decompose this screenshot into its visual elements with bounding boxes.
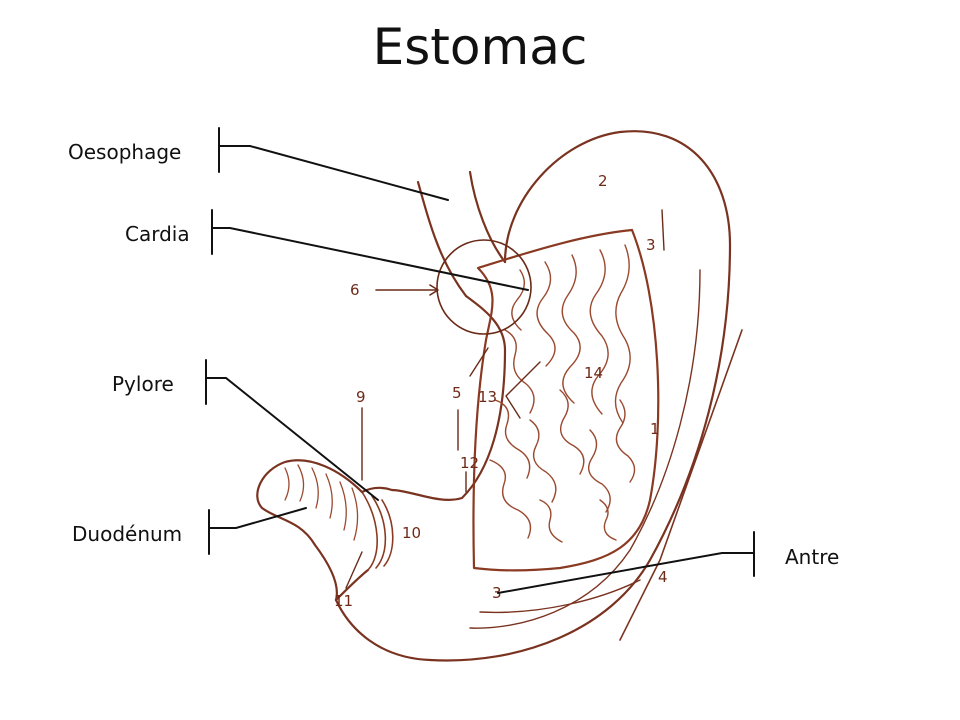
label-antre: Antre bbox=[785, 545, 840, 569]
number-1: 1 bbox=[650, 420, 660, 438]
oesophagus-outline-left bbox=[416, 180, 468, 298]
pylore-leader bbox=[205, 377, 379, 501]
number-9: 9 bbox=[356, 388, 366, 406]
number-3-lower: 3 bbox=[492, 584, 502, 602]
stomach-outer-wall bbox=[334, 130, 732, 662]
duodenum-leader bbox=[208, 507, 307, 529]
greater-curvature-inner bbox=[469, 269, 701, 629]
label-oesophage: Oesophage bbox=[68, 140, 182, 164]
duodenum-outline bbox=[256, 459, 364, 602]
number-annotations: 1 2 3 3 4 5 6 9 10 11 12 13 14 bbox=[334, 172, 668, 610]
arrow-3-upper bbox=[661, 209, 665, 251]
lines-13 bbox=[505, 361, 541, 419]
number-13: 13 bbox=[478, 388, 497, 406]
label-duodenum: Duodénum bbox=[72, 522, 183, 546]
antrum-arrow bbox=[479, 579, 641, 614]
label-pylore: Pylore bbox=[112, 372, 174, 396]
cardia-leader bbox=[211, 227, 529, 291]
pyloric-canal-lower bbox=[334, 568, 370, 602]
stomach-lesser-curvature bbox=[390, 294, 507, 501]
pyloric-canal-upper bbox=[360, 486, 394, 494]
line-5-arrow bbox=[469, 347, 489, 377]
number-10: 10 bbox=[402, 524, 421, 542]
gastric-rugae bbox=[489, 244, 636, 543]
oesophagus-outline-right bbox=[468, 170, 507, 264]
mucosa-window bbox=[472, 228, 660, 572]
label-cardia: Cardia bbox=[125, 222, 190, 246]
arrow-6-head bbox=[429, 284, 439, 296]
number-5: 5 bbox=[452, 384, 462, 402]
pyloric-sphincter bbox=[361, 491, 394, 571]
number-3-upper: 3 bbox=[646, 236, 656, 254]
cardia-circle bbox=[436, 239, 532, 335]
number-11: 11 bbox=[334, 592, 353, 610]
number-14: 14 bbox=[584, 364, 603, 382]
callout-leaders bbox=[205, 127, 755, 594]
outer-guide-line bbox=[619, 329, 743, 641]
number-6: 6 bbox=[350, 281, 360, 299]
stomach-illustration bbox=[256, 130, 743, 662]
line-11 bbox=[345, 551, 363, 589]
page-title: Estomac bbox=[372, 18, 588, 76]
antre-leader bbox=[497, 552, 755, 594]
oesophage-leader bbox=[218, 145, 449, 201]
number-12: 12 bbox=[460, 454, 479, 472]
duodenum-folds bbox=[284, 464, 359, 541]
number-4: 4 bbox=[658, 568, 668, 586]
number-2: 2 bbox=[598, 172, 608, 190]
